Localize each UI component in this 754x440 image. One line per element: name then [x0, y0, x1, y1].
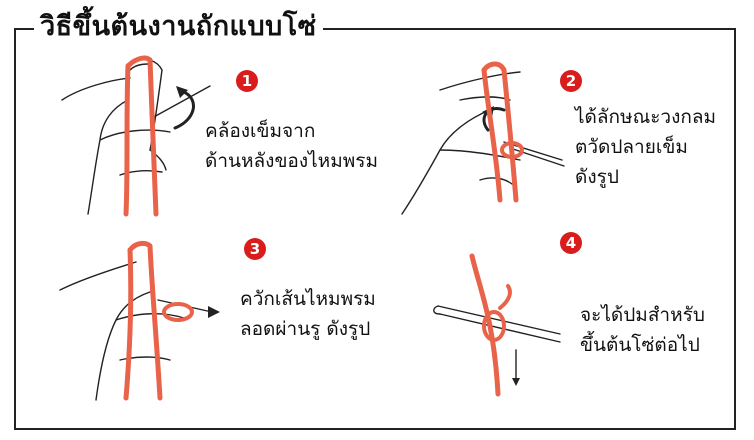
- step-2-badge: 2: [560, 70, 582, 92]
- step-3-line-2: ลอดผ่านรู ดังรูป: [240, 318, 371, 340]
- step-1-illustration: [61, 55, 211, 217]
- step-4-line-1: จะได้ปมสำหรับ: [580, 304, 705, 326]
- step-1-line-2: ด้านหลังของไหมพรม: [205, 150, 378, 172]
- step-2-caption: ได้ลักษณะวงกลม ตวัดปลายเข็ม ดังรูป: [575, 102, 716, 192]
- step-2-line-1: ได้ลักษณะวงกลม: [575, 106, 717, 128]
- step-4-caption: จะได้ปมสำหรับ ขึ้นต้นโซ่ต่อไป: [580, 300, 705, 360]
- step-3-caption: ควักเส้นไหมพรม ลอดผ่านรู ดังรูป: [240, 284, 376, 344]
- step-2-illustration: [401, 61, 565, 215]
- page-title: วิธีขึ้นต้นงานถักแบบโซ่: [34, 10, 323, 44]
- step-1-caption: คล้องเข็มจาก ด้านหลังของไหมพรม: [205, 116, 378, 176]
- step-3-illustration: [59, 240, 220, 401]
- step-4-badge: 4: [560, 232, 582, 254]
- step-4-line-2: ขึ้นต้นโซ่ต่อไป: [580, 334, 700, 356]
- diagram-frame: [14, 28, 736, 430]
- step-1-badge: 1: [236, 70, 258, 92]
- step-2-line-3: ดังรูป: [575, 166, 619, 188]
- step-3-badge: 3: [244, 238, 266, 260]
- step-2-line-2: ตวัดปลายเข็ม: [575, 136, 688, 158]
- step-1-line-1: คล้องเข็มจาก: [205, 120, 316, 142]
- step-3-line-1: ควักเส้นไหมพรม: [240, 288, 376, 310]
- step-4-illustration: [433, 253, 561, 397]
